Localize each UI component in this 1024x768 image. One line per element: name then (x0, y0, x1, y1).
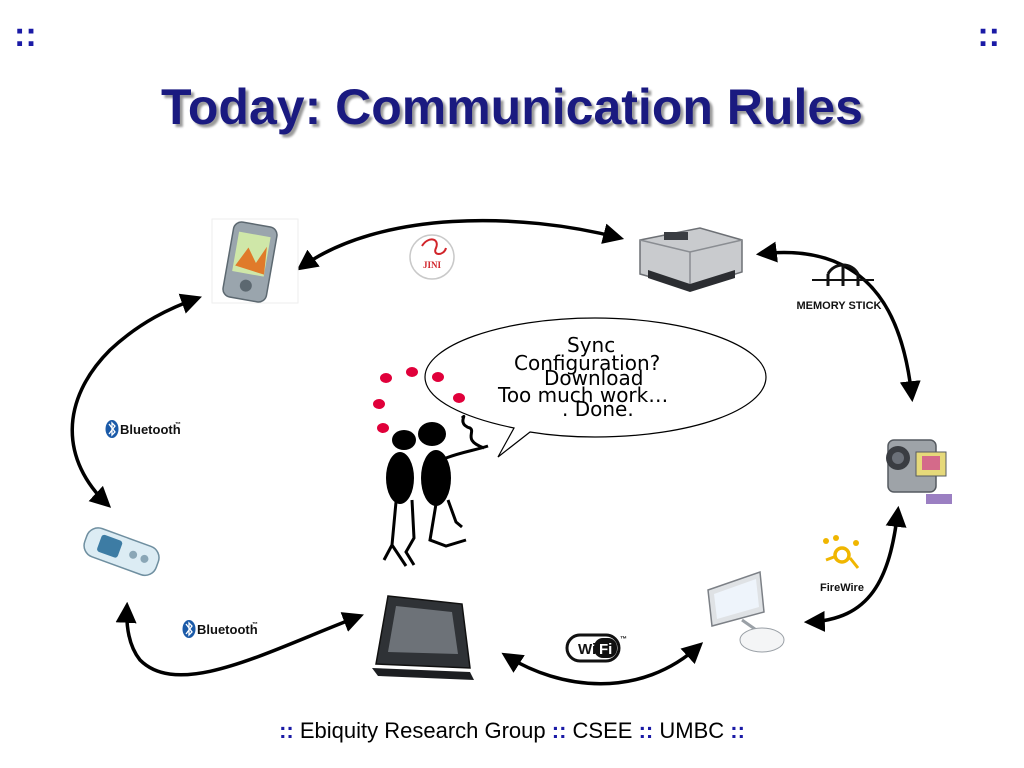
thought-dot (406, 367, 418, 377)
speech-line-configuration: Configuration? (514, 351, 661, 375)
arrow-printer-camcorder (755, 241, 921, 403)
wifi-logo-icon: Wi Fi ™ (565, 633, 627, 663)
footer: :: Ebiquity Research Group :: CSEE :: UM… (0, 718, 1024, 744)
thought-dot (380, 373, 392, 383)
firewire-logo-icon: FireWire (820, 535, 864, 594)
speech-line-sync: Sync (567, 333, 616, 357)
bluetooth-logo-left-icon: Bluetooth ™ (105, 420, 181, 438)
bluetooth-left-trademark: ™ (175, 421, 181, 428)
firewire-logo-text: FireWire (820, 582, 864, 594)
speech-line-done: . Done. (562, 397, 634, 421)
bluetooth-logo-bottom-icon: Bluetooth ™ (182, 620, 258, 638)
footer-dept: CSEE (572, 718, 633, 743)
camcorder-device-icon (886, 439, 952, 504)
arrow-pda-printer (296, 218, 625, 271)
footer-group: Ebiquity Research Group (299, 718, 546, 743)
footer-separator: :: (638, 718, 654, 743)
thought-dot (377, 423, 389, 433)
jini-logo-icon: JINI (409, 234, 455, 280)
stressed-figure-icon (382, 414, 489, 567)
speech-line-too-much-work: Too much work… (498, 383, 669, 407)
memory-stick-logo-icon: MEMORY STICK (797, 263, 882, 312)
slide-title: Today: Communication Rules (161, 79, 863, 135)
corner-mark-right: :: (977, 16, 1000, 54)
corner-mark-left: :: (14, 16, 37, 54)
wifi-trademark: ™ (620, 636, 627, 643)
phone-device-icon (83, 527, 160, 577)
arrow-tablet-phone (115, 601, 364, 677)
speech-line-download: Download (544, 366, 644, 390)
footer-separator: :: (551, 718, 567, 743)
footer-univ: UMBC (659, 718, 725, 743)
arrow-camcorder-imac (803, 505, 907, 632)
arrow-phone-pda (70, 293, 202, 508)
bluetooth-bottom-trademark: ™ (252, 621, 258, 628)
bluetooth-logo-bottom-text: Bluetooth (197, 622, 258, 637)
printer-device-icon (639, 227, 743, 292)
arrow-imac-tablet (501, 642, 704, 686)
pda-device-icon (211, 218, 299, 304)
thought-dots (373, 367, 465, 433)
jini-logo-text: JINI (423, 260, 442, 270)
wifi-logo-text-fi: Fi (599, 641, 612, 658)
thought-dot (373, 399, 385, 409)
footer-separator: :: (730, 718, 745, 743)
footer-separator: :: (279, 718, 294, 743)
thought-dot (453, 393, 465, 403)
bluetooth-logo-left-text: Bluetooth (120, 422, 181, 437)
tablet-device-icon (372, 595, 474, 680)
thought-dot (432, 372, 444, 382)
imac-device-icon (707, 570, 785, 653)
wifi-logo-text-wi: Wi (578, 641, 596, 658)
speech-bubble (424, 317, 767, 458)
memory-stick-logo-text: MEMORY STICK (797, 300, 882, 312)
